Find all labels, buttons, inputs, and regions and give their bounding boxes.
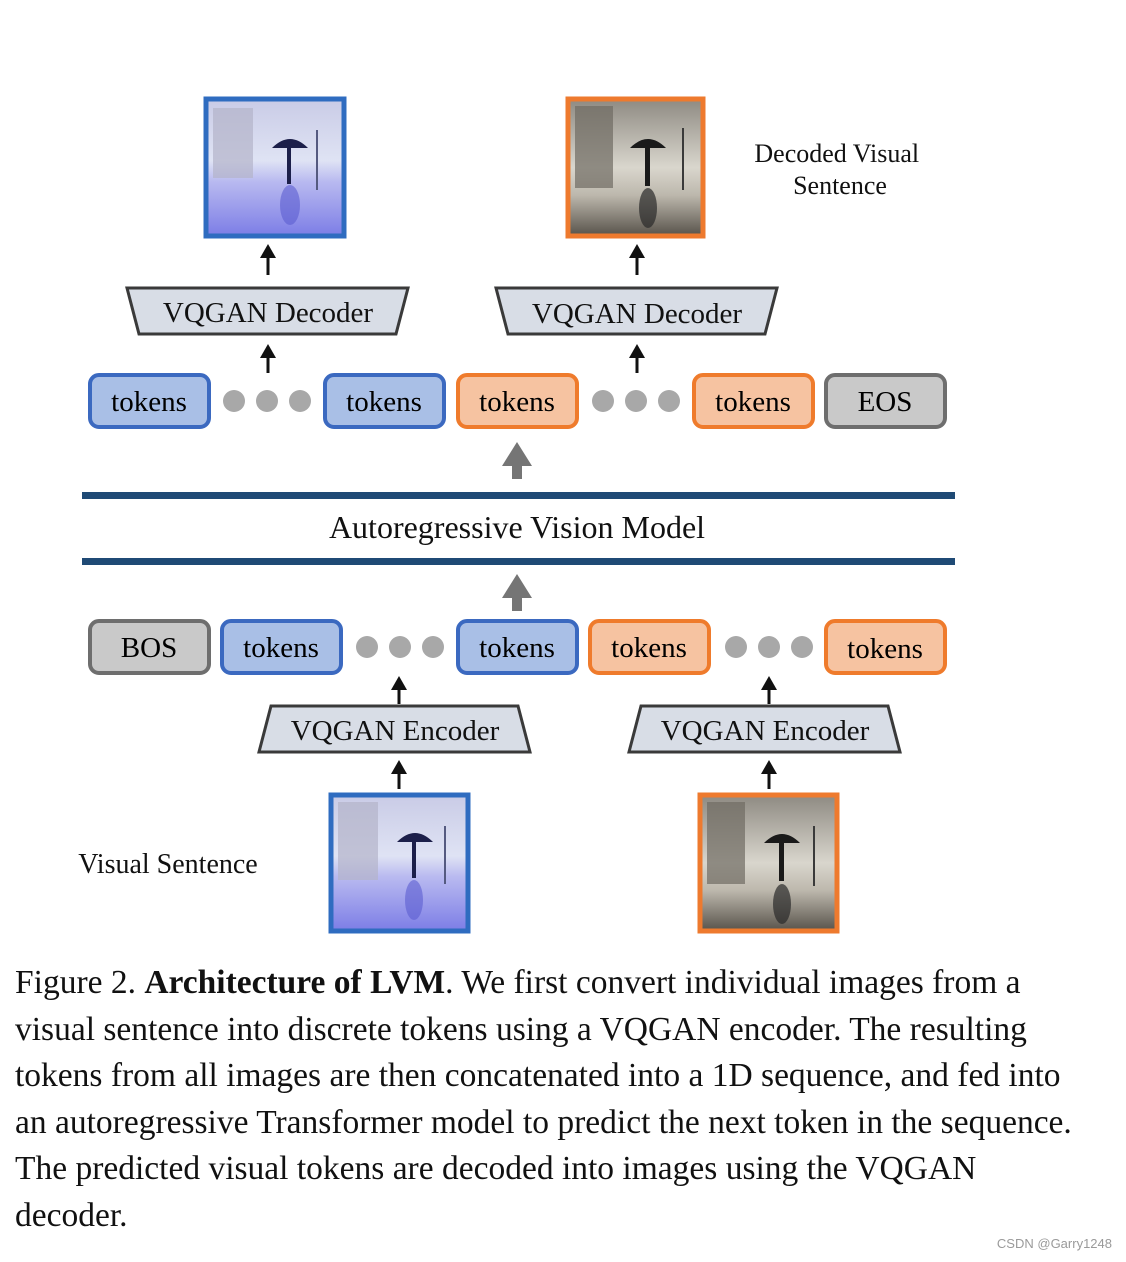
model-output-arrow: [502, 442, 532, 479]
svg-text:tokens: tokens: [479, 386, 555, 418]
token-box: tokens: [88, 373, 211, 429]
svg-text:tokens: tokens: [243, 632, 319, 664]
input-token-row: BOS tokens tokens tokens tokens: [88, 619, 947, 675]
autoregressive-vision-model: Autoregressive Vision Model: [82, 492, 955, 565]
caption-prefix: Figure 2.: [15, 964, 145, 1001]
caption-title: Architecture of LVM: [144, 964, 446, 1001]
svg-text:VQGAN Decoder: VQGAN Decoder: [163, 297, 374, 329]
token-box: tokens: [824, 619, 947, 675]
bos-token-box: BOS: [88, 619, 211, 675]
svg-text:Autoregressive Vision Model: Autoregressive Vision Model: [329, 509, 705, 545]
token-box: tokens: [220, 619, 343, 675]
vqgan-encoder-right: VQGAN Encoder: [627, 704, 902, 754]
svg-text:VQGAN Decoder: VQGAN Decoder: [532, 298, 743, 330]
token-box: tokens: [323, 373, 446, 429]
lvm-architecture-diagram: Decoded Visual Sentence VQGAN Decoder VQ…: [78, 96, 955, 934]
decoded-visual-sentence-label: Decoded Visual Sentence: [754, 139, 925, 200]
token-box: tokens: [588, 619, 711, 675]
vqgan-encoder-left: VQGAN Encoder: [257, 704, 532, 754]
output-token-row: tokens tokens tokens tokens EOS: [88, 373, 947, 429]
eos-token-box: EOS: [824, 373, 947, 429]
input-image-blue: [328, 792, 471, 934]
svg-text:tokens: tokens: [847, 633, 923, 665]
input-image-gray: [697, 792, 840, 934]
token-box: tokens: [456, 373, 579, 429]
encoder-to-tokens-arrows: [391, 676, 777, 704]
image-to-encoder-arrows: [391, 760, 777, 789]
tokens-to-decoder-arrows: [260, 344, 645, 373]
model-input-arrow: [502, 574, 532, 611]
caption-body: . We first convert individual images fro…: [15, 964, 1072, 1234]
svg-text:BOS: BOS: [121, 632, 177, 664]
visual-sentence-label: Visual Sentence: [78, 849, 257, 880]
decoded-image-gray: [565, 96, 706, 239]
ellipsis-dots: [356, 636, 444, 658]
vqgan-decoder-left: VQGAN Decoder: [125, 286, 410, 336]
svg-text:tokens: tokens: [479, 632, 555, 664]
watermark: CSDN @Garry1248: [996, 1236, 1112, 1251]
token-box: tokens: [692, 373, 815, 429]
svg-text:tokens: tokens: [111, 386, 187, 418]
token-box: tokens: [456, 619, 579, 675]
ellipsis-dots: [725, 636, 813, 658]
figure-caption: Figure 2. Architecture of LVM. We first …: [15, 960, 1075, 1239]
ellipsis-dots: [223, 390, 311, 412]
svg-text:VQGAN Encoder: VQGAN Encoder: [661, 715, 870, 747]
ellipsis-dots: [592, 390, 680, 412]
svg-text:tokens: tokens: [611, 632, 687, 664]
vqgan-decoder-right: VQGAN Decoder: [494, 286, 779, 336]
svg-text:VQGAN Encoder: VQGAN Encoder: [291, 715, 500, 747]
svg-text:EOS: EOS: [858, 386, 913, 418]
decoded-image-blue: [203, 96, 347, 239]
svg-text:tokens: tokens: [346, 386, 422, 418]
svg-text:tokens: tokens: [715, 386, 791, 418]
decoder-to-image-arrows: [260, 244, 645, 275]
